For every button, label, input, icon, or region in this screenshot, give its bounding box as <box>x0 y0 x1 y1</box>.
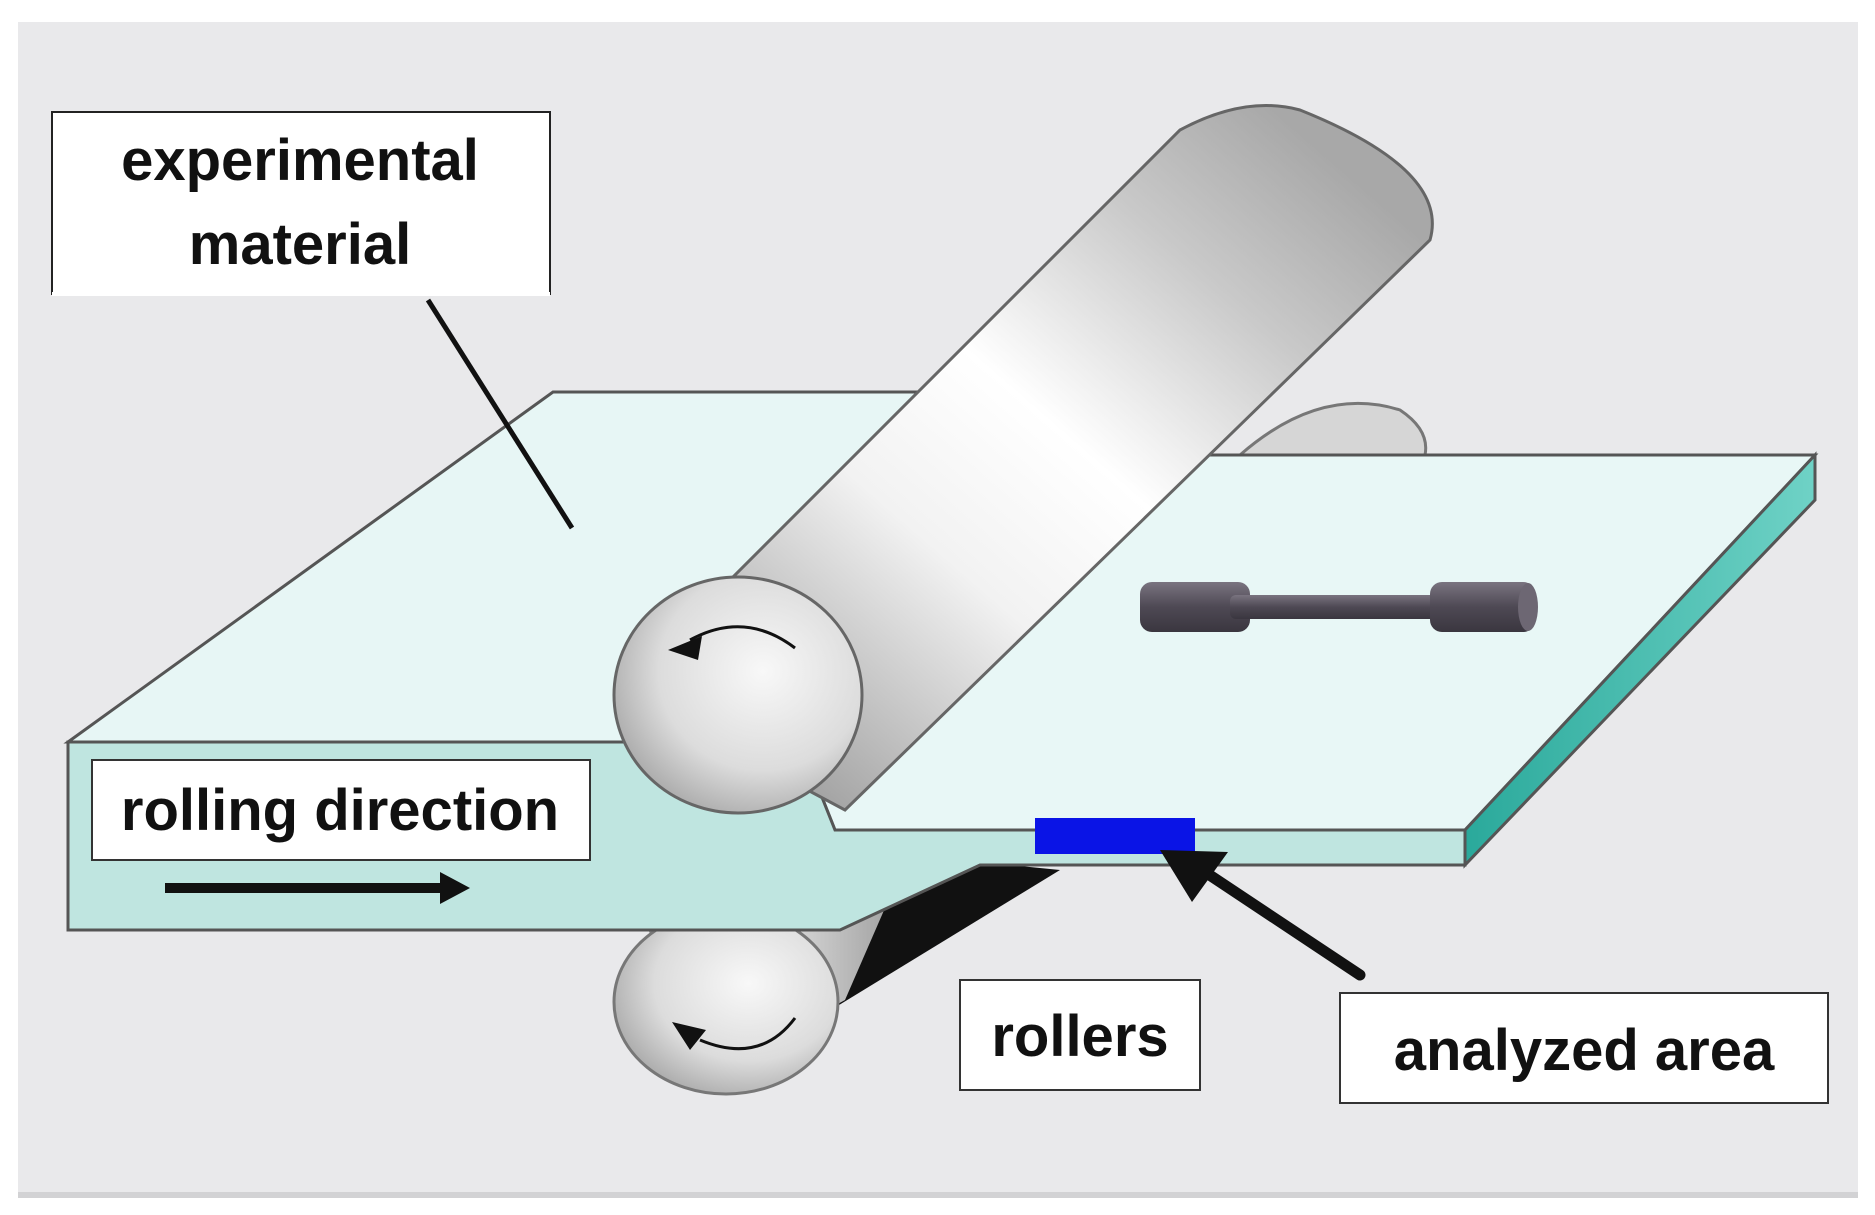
label-experimental-material: experimental material <box>51 111 575 530</box>
rolling-direction-text: rolling direction <box>121 778 559 843</box>
upper-roller-far-end <box>1236 401 1428 457</box>
label-material-line2: material <box>189 212 411 277</box>
rotation-arrow-icon <box>689 625 796 650</box>
label-rolling-direction: rolling direction <box>91 759 591 904</box>
label-analyzed-area: analyzed area <box>1339 992 1829 1104</box>
upper-roller <box>612 104 1434 815</box>
label-rollers: rollers <box>959 979 1201 1091</box>
tensile-specimen <box>1140 582 1538 632</box>
rollers-text: rollers <box>991 1004 1168 1069</box>
label-material-line1: experimental <box>121 128 479 193</box>
analyzed-area-text: analyzed area <box>1394 1018 1775 1083</box>
analyzed-area-marker <box>1035 818 1195 854</box>
pointer-arrow <box>1160 850 1366 981</box>
material-leader-line <box>425 298 575 530</box>
sheet-side-face <box>1463 451 1817 869</box>
bottom-divider <box>18 1192 1858 1198</box>
rotation-arrow-icon <box>699 1017 797 1051</box>
